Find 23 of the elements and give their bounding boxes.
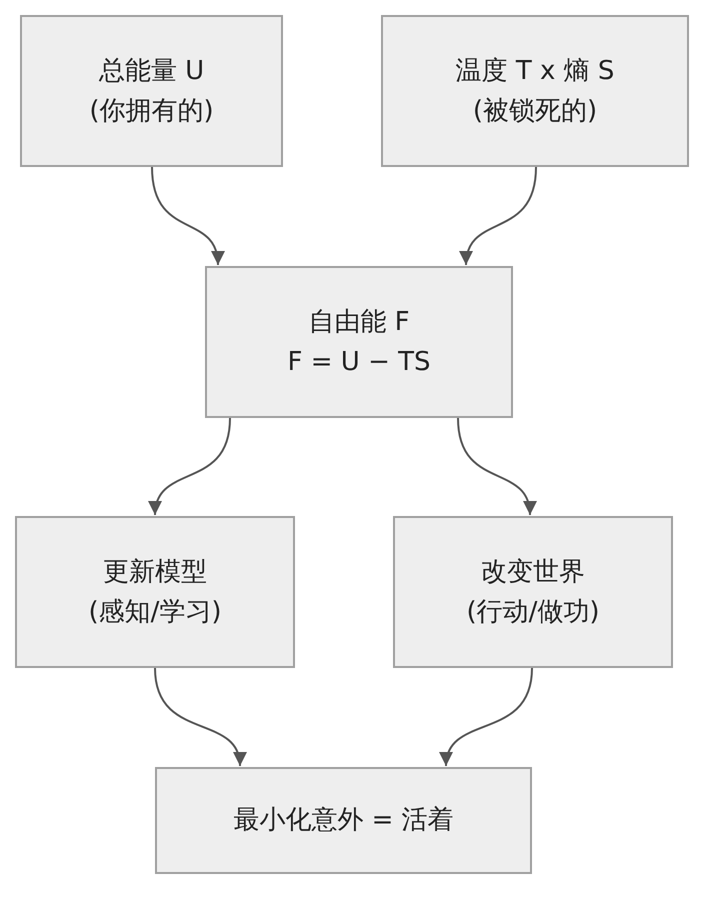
node-text: (你拥有的) (89, 95, 214, 128)
node-text: F = U − TS (288, 346, 430, 378)
node-text: 更新模型 (103, 556, 207, 588)
process-box (381, 15, 689, 167)
node-text: (被锁死的) (472, 95, 598, 128)
arrow (441, 668, 533, 766)
process-box (393, 516, 673, 668)
node-text: 温度 T x 熵 S (456, 54, 614, 87)
process-box (205, 266, 513, 418)
node-text: 自由能 F (308, 306, 410, 338)
process-box (20, 15, 283, 167)
arrow (154, 668, 245, 766)
process-box (15, 516, 295, 668)
arrow (460, 166, 537, 266)
arrow (150, 418, 231, 516)
arrow (457, 418, 536, 516)
arrow (151, 166, 224, 266)
process-box (155, 767, 532, 874)
node-text: (感知/学习) (88, 596, 222, 628)
node-text: 改变世界 (481, 556, 585, 588)
node-text: (行动/做功) (466, 596, 600, 628)
node-text: 最小化意外 = 活着 (233, 804, 454, 837)
node-text: 总能量 U (98, 54, 204, 87)
